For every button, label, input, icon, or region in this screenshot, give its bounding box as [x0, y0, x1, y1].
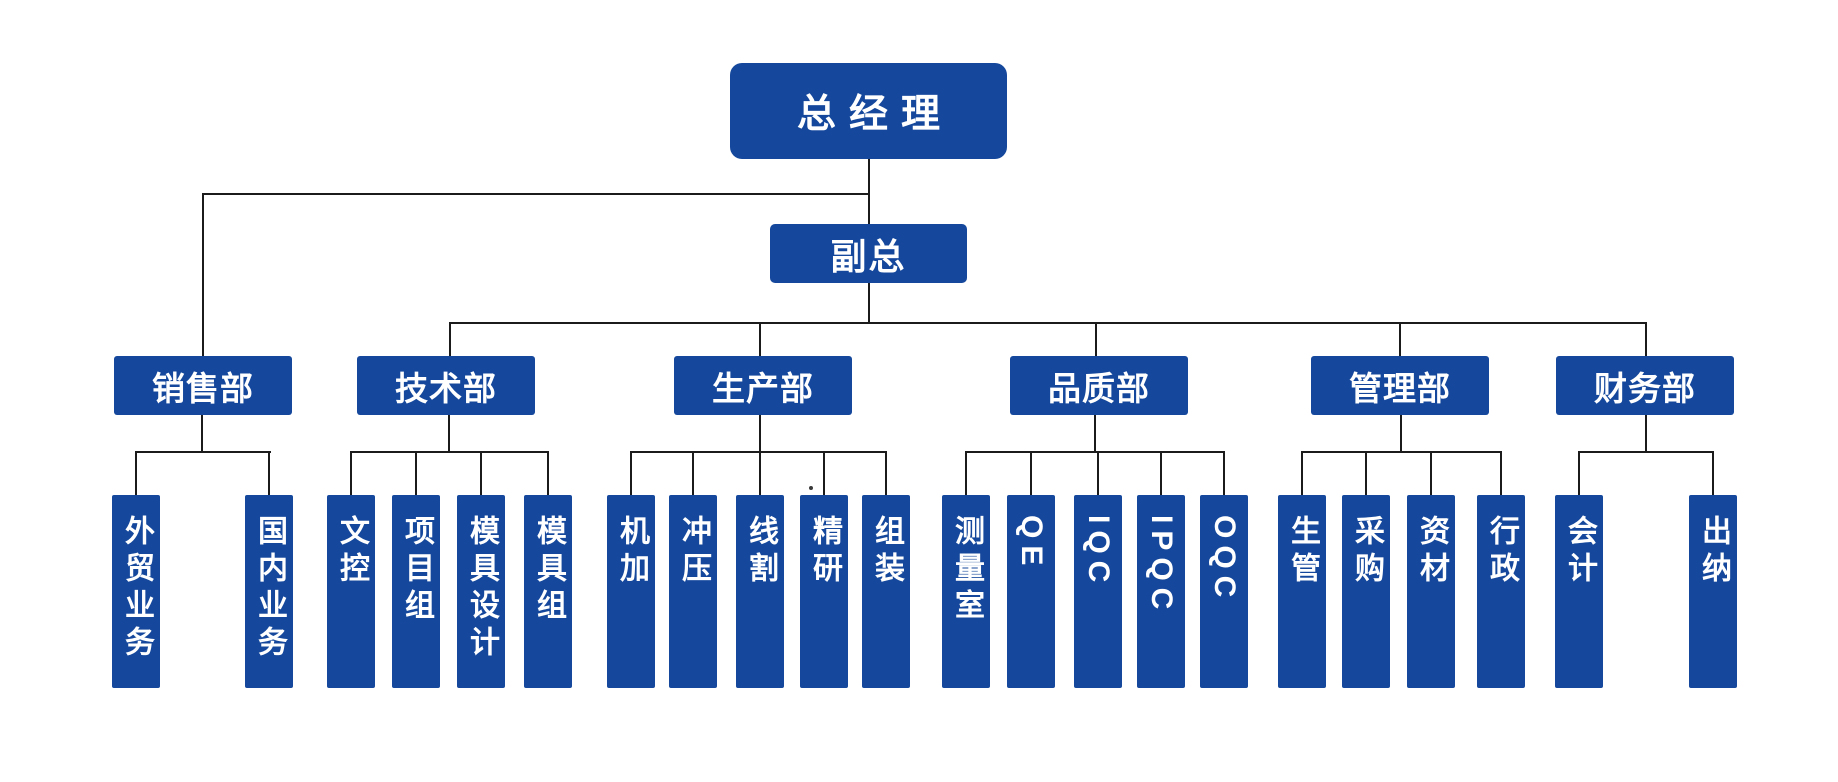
node-measurement-room: 测量室 — [942, 495, 990, 688]
connector-line — [630, 451, 632, 495]
connector-line — [480, 451, 482, 495]
connector-line — [449, 322, 451, 356]
node-admin: 行政 — [1477, 495, 1525, 688]
connector-line — [1365, 451, 1367, 495]
node-domestic-business: 国内业务 — [245, 495, 293, 688]
node-sales-dept: 销售部 — [114, 356, 292, 415]
node-production-dept: 生产部 — [674, 356, 852, 415]
connector-line — [202, 193, 204, 356]
node-finance-dept: 财务部 — [1556, 356, 1734, 415]
connector-line — [1301, 451, 1502, 453]
node-production-control: 生管 — [1278, 495, 1326, 688]
node-qe: QE — [1007, 495, 1055, 688]
node-oqc: OQC — [1200, 495, 1248, 688]
node-mold-design: 模具设计 — [457, 495, 505, 688]
connector-line — [415, 451, 417, 495]
node-foreign-trade-business: 外贸业务 — [112, 495, 160, 688]
connector-line — [868, 283, 870, 324]
node-management-dept: 管理部 — [1311, 356, 1489, 415]
connector-line — [1645, 415, 1647, 453]
node-stamping: 冲压 — [669, 495, 717, 688]
connector-line — [135, 451, 271, 453]
connector-line — [1160, 451, 1162, 495]
connector-line — [1430, 451, 1432, 495]
connector-line — [547, 451, 549, 495]
node-materials: 资材 — [1407, 495, 1455, 688]
connector-line — [350, 451, 352, 495]
connector-line — [1645, 322, 1647, 356]
node-accounting: 会计 — [1555, 495, 1603, 688]
connector-line — [449, 322, 1647, 324]
connector-line — [350, 451, 549, 453]
connector-line — [965, 451, 967, 495]
node-doc-control: 文控 — [327, 495, 375, 688]
connector-line — [448, 415, 450, 453]
connector-line — [268, 451, 270, 495]
connector-line — [630, 451, 887, 453]
node-project-team: 项目组 — [392, 495, 440, 688]
connector-line — [868, 159, 870, 225]
connector-line — [1578, 451, 1580, 495]
connector-line — [1030, 451, 1032, 495]
connector-line — [1712, 451, 1714, 495]
node-deputy-gm: 副总 — [770, 224, 967, 283]
node-cashier: 出纳 — [1689, 495, 1737, 688]
node-assembly: 组装 — [862, 495, 910, 688]
connector-line — [759, 322, 761, 356]
connector-line — [1094, 415, 1096, 453]
node-purchasing: 采购 — [1342, 495, 1390, 688]
node-mold-team: 模具组 — [524, 495, 572, 688]
node-ipqc: IPQC — [1137, 495, 1185, 688]
connector-line — [1578, 451, 1714, 453]
connector-line — [692, 451, 694, 495]
connector-line — [1400, 415, 1402, 453]
node-general-manager: 总经理 — [730, 63, 1007, 159]
node-lapping: 精研 — [800, 495, 848, 688]
connector-line — [1095, 322, 1097, 356]
node-machining: 机加 — [607, 495, 655, 688]
connector-line — [201, 415, 203, 453]
connector-line — [202, 193, 870, 195]
connector-line — [1301, 451, 1303, 495]
node-tech-dept: 技术部 — [357, 356, 535, 415]
connector-line — [135, 451, 137, 495]
connector-line — [1223, 451, 1225, 495]
node-iqc: IQC — [1074, 495, 1122, 688]
connector-line — [965, 451, 1225, 453]
connector-line — [885, 451, 887, 495]
connector-line — [759, 415, 761, 453]
connector-line — [1399, 322, 1401, 356]
connector-line — [823, 451, 825, 495]
stray-dot — [809, 486, 813, 490]
node-quality-dept: 品质部 — [1010, 356, 1188, 415]
connector-line — [1500, 451, 1502, 495]
connector-line — [1097, 451, 1099, 495]
connector-line — [759, 451, 761, 495]
node-wire-cutting: 线割 — [736, 495, 784, 688]
